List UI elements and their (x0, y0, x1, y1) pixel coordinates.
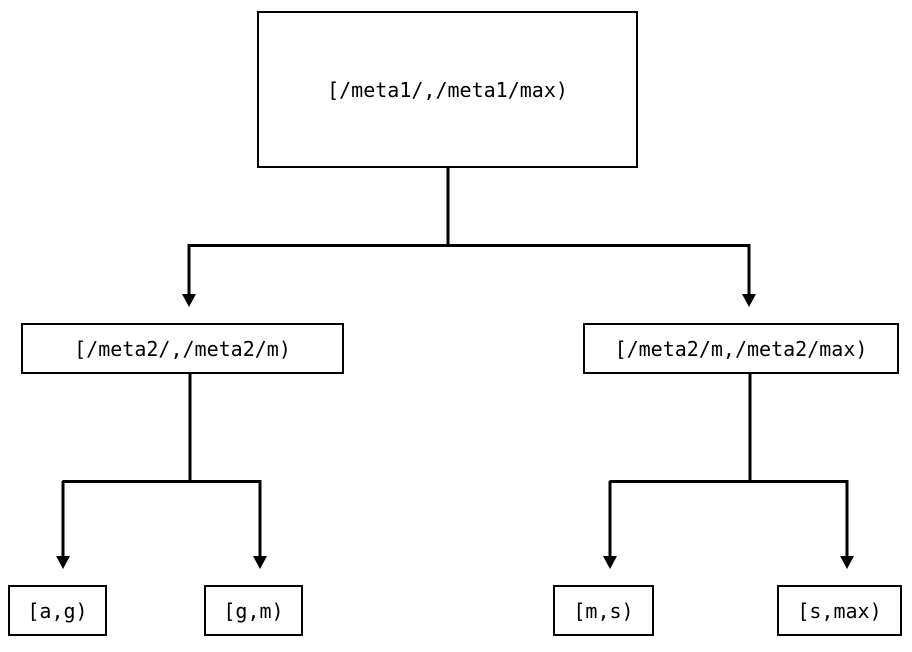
arrowhead-root-to-mid-right (742, 294, 756, 307)
node-leaf-smax[interactable]: [s,max) (777, 585, 902, 636)
node-root-label: [/meta1/,/meta1/max) (327, 77, 568, 102)
node-mid-left-label: [/meta2/,/meta2/m) (74, 336, 291, 361)
node-leaf-ms[interactable]: [m,s) (553, 585, 654, 636)
node-mid-left[interactable]: [/meta2/,/meta2/m) (21, 323, 344, 374)
arrowhead-mid-right-to-leaf-smax (840, 556, 854, 569)
edge-root-to-middle-row (182, 168, 756, 307)
node-mid-right-label: [/meta2/m,/meta2/max) (614, 336, 868, 361)
node-leaf-gm-label: [g,m) (223, 598, 284, 623)
node-root[interactable]: [/meta1/,/meta1/max) (257, 11, 638, 168)
edge-mid-right-to-leaves (603, 374, 854, 569)
node-leaf-ms-label: [m,s) (573, 598, 634, 623)
arrowhead-mid-right-to-leaf-ms (603, 556, 617, 569)
edge-mid-left-to-leaves (56, 374, 267, 569)
node-leaf-gm[interactable]: [g,m) (204, 585, 303, 636)
node-leaf-ag[interactable]: [a,g) (8, 585, 107, 636)
node-leaf-ag-label: [a,g) (27, 598, 88, 623)
node-leaf-smax-label: [s,max) (797, 598, 882, 623)
node-mid-right[interactable]: [/meta2/m,/meta2/max) (583, 323, 899, 374)
arrowhead-root-to-mid-left (182, 294, 196, 307)
arrowhead-mid-left-to-leaf-gm (253, 556, 267, 569)
arrowhead-mid-left-to-leaf-ag (56, 556, 70, 569)
